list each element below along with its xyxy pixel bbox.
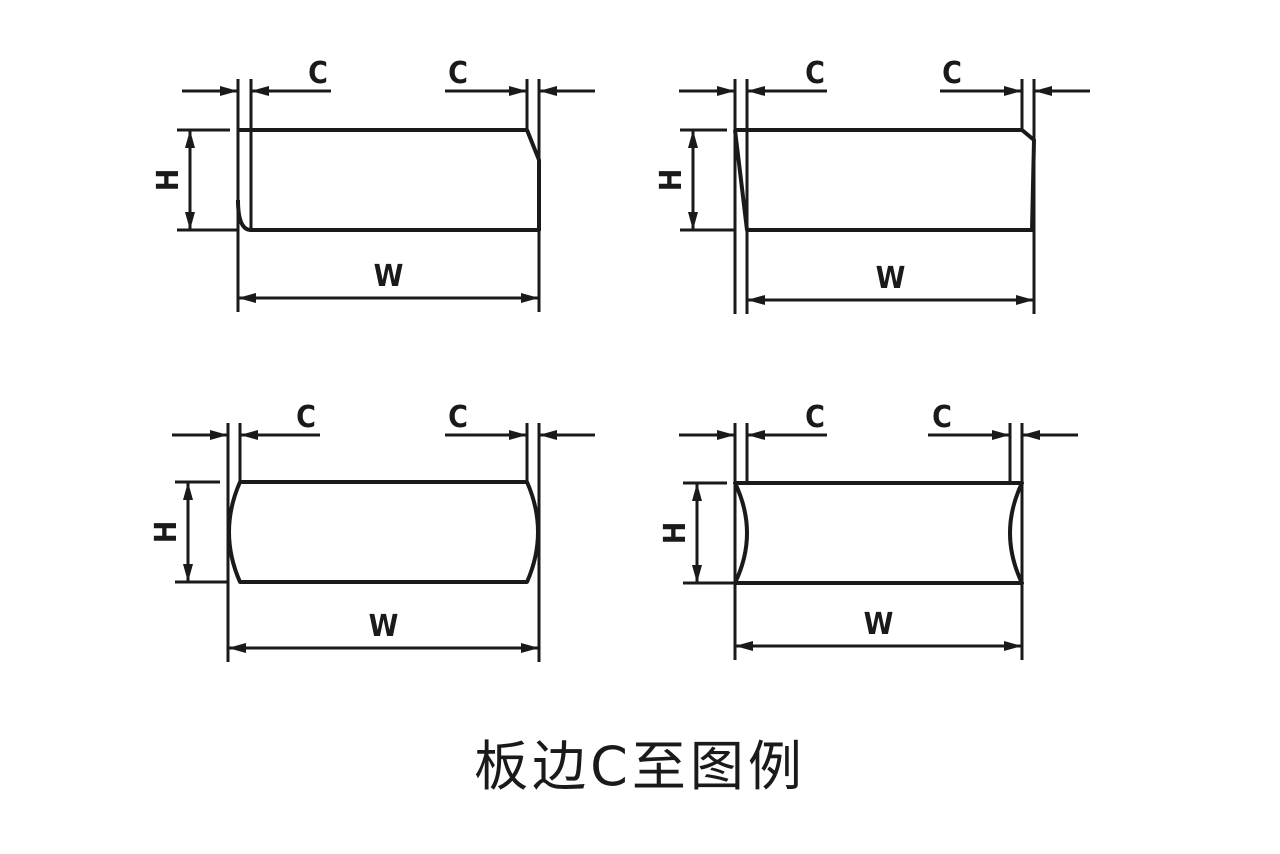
arrowhead xyxy=(1016,295,1034,305)
c-label-right: C xyxy=(932,400,952,435)
arrowhead xyxy=(747,295,765,305)
board-outline xyxy=(733,128,1036,232)
arrowhead xyxy=(521,293,539,303)
arrowhead xyxy=(228,643,246,653)
w-label: W xyxy=(864,607,894,642)
arrowhead xyxy=(692,565,702,583)
arrowhead xyxy=(1034,86,1052,96)
arrowhead xyxy=(220,86,238,96)
arrowhead xyxy=(992,430,1010,440)
board-outline xyxy=(236,128,541,232)
c-label-right: C xyxy=(448,400,468,435)
arrowhead xyxy=(539,86,557,96)
h-label: H xyxy=(658,522,693,545)
h-label: H xyxy=(149,521,184,544)
arrowhead xyxy=(521,643,539,653)
arrowhead xyxy=(1004,641,1022,651)
arrowhead xyxy=(747,430,765,440)
arrowhead xyxy=(1004,86,1022,96)
arrowhead xyxy=(747,86,765,96)
diagram-2: C C H W xyxy=(654,56,1090,314)
arrowhead xyxy=(185,212,195,230)
c-label-left: C xyxy=(308,56,328,91)
arrowhead xyxy=(238,293,256,303)
diagram-4: C C H W xyxy=(658,400,1078,660)
board-outline xyxy=(733,481,1024,585)
arrowhead xyxy=(717,430,735,440)
h-label: H xyxy=(151,169,186,192)
h-label: H xyxy=(654,169,689,192)
w-label: W xyxy=(374,259,404,294)
arrowhead xyxy=(509,430,527,440)
arrowhead xyxy=(509,86,527,96)
w-label: W xyxy=(369,609,399,644)
diagram-1: C C H W xyxy=(151,56,595,312)
arrowhead xyxy=(717,86,735,96)
c-label-right: C xyxy=(942,56,962,91)
arrowhead xyxy=(251,86,269,96)
board-outline xyxy=(227,480,540,584)
arrowhead xyxy=(1022,430,1040,440)
w-label: W xyxy=(876,261,906,296)
arrowhead xyxy=(185,130,195,148)
arrowhead xyxy=(240,430,258,440)
arrowhead xyxy=(539,430,557,440)
arrowhead xyxy=(183,482,193,500)
figure-caption: 板边C至图例 xyxy=(474,735,806,798)
arrowhead xyxy=(692,483,702,501)
arrowhead xyxy=(735,641,753,651)
arrowhead xyxy=(210,430,228,440)
c-label-left: C xyxy=(805,56,825,91)
arrowhead xyxy=(183,564,193,582)
c-label-right: C xyxy=(448,56,468,91)
arrowhead xyxy=(688,212,698,230)
c-label-left: C xyxy=(296,400,316,435)
c-label-left: C xyxy=(805,400,825,435)
diagram-3: C C H W xyxy=(149,400,595,662)
arrowhead xyxy=(688,130,698,148)
